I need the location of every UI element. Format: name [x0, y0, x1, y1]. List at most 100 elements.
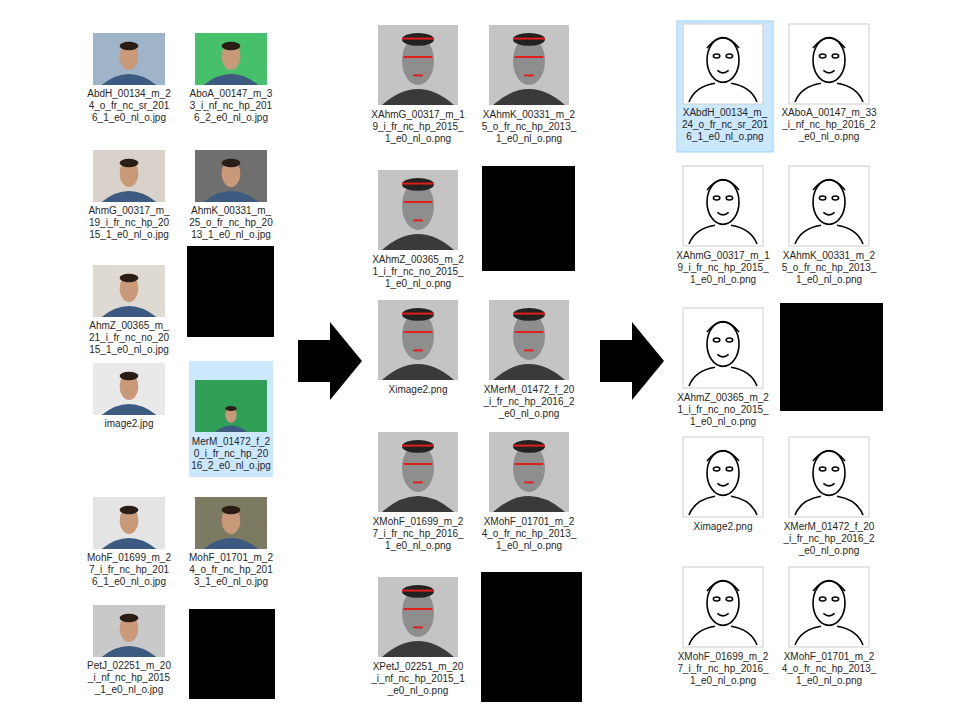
sketch-face	[813, 581, 845, 626]
file-name: AhmZ_00365_m_21_i_fr_nc_no_2015_1_e0_nl_…	[87, 320, 171, 356]
sketch-shoulders	[689, 496, 757, 515]
sketch-background	[683, 308, 763, 388]
photo-shirt	[215, 425, 248, 432]
photo-thumbnail	[195, 497, 267, 549]
sketch-face	[707, 180, 739, 225]
photo-shirt	[102, 404, 157, 415]
sketch-eye	[819, 54, 825, 58]
sketch-hair	[707, 180, 739, 190]
sketch-eye	[713, 338, 719, 342]
gray-background	[378, 577, 458, 657]
file-name: AboA_00147_m_33_i_nf_nc_hp_2016_2_e0_nl_…	[189, 88, 273, 124]
landmark-line	[402, 313, 434, 315]
flow-arrow	[600, 322, 664, 400]
photo-hair	[222, 159, 241, 167]
gray-shirt	[382, 496, 454, 512]
photo-background	[93, 497, 165, 549]
sketch-background	[683, 166, 763, 246]
gray-shirt	[493, 496, 565, 512]
gray-hair	[402, 178, 434, 191]
sketch-background	[789, 567, 869, 647]
sketch-shoulders	[689, 225, 757, 244]
sketch-shoulders	[795, 83, 863, 102]
file-name: AhmK_00331_m_25_o_fr_nc_hp_2013_1_e0_nl_…	[189, 205, 273, 241]
photo-thumbnail	[93, 363, 165, 415]
sketch-mouth	[823, 212, 834, 214]
sketch-thumbnail	[683, 166, 763, 246]
photo-hair	[120, 506, 139, 514]
photo-shirt	[102, 191, 157, 202]
photo-hair	[120, 372, 139, 380]
sketch-hair	[813, 581, 845, 591]
sketch-shoulders	[689, 367, 757, 386]
photo-background	[93, 363, 165, 415]
gray-shirt	[382, 364, 454, 380]
photo-shirt	[204, 74, 259, 85]
file-name: XMerM_01472_f_20_i_fr_nc_hp_2016_2_e0_nl…	[481, 384, 577, 420]
gray-shirt	[382, 89, 454, 105]
landmark-line	[515, 56, 544, 58]
sketch-face	[707, 322, 739, 367]
photo-thumbnail	[195, 33, 267, 85]
sketch-background	[683, 437, 763, 517]
file-name: XMohF_01699_m_27_i_fr_nc_hp_2016_1_e0_nl…	[675, 651, 771, 687]
landmark-line	[524, 481, 534, 483]
sketch-face	[707, 581, 739, 626]
sketch-eye	[726, 467, 732, 471]
photo-hair	[225, 406, 236, 411]
photo-shirt	[204, 538, 259, 549]
sketch-mouth	[823, 613, 834, 615]
sketch-hair	[813, 180, 845, 190]
file-name: XAhmK_00331_m_25_o_fr_nc_hp_2013_1_e0_nl…	[481, 109, 577, 145]
file-name: XAboA_00147_m_33_i_nf_nc_hp_2016_2_e0_nl…	[781, 107, 877, 143]
gray-background	[378, 432, 458, 512]
photo-hair	[120, 614, 139, 622]
photo-shirt	[102, 538, 157, 549]
photo-background	[93, 33, 165, 85]
photo-background	[93, 605, 165, 657]
landmark-line	[404, 463, 433, 465]
selection-highlight	[677, 21, 773, 152]
sketch-eye	[713, 54, 719, 58]
file-name: Ximage2.png	[675, 521, 771, 533]
sketch-eye	[713, 467, 719, 471]
gray-background	[378, 300, 458, 380]
landmark-line	[404, 331, 433, 333]
landmark-line	[524, 349, 534, 351]
landmark-line	[404, 201, 433, 203]
landmark-line	[513, 313, 545, 315]
sketch-hair	[707, 581, 739, 591]
gray-hair	[513, 33, 545, 46]
gray-thumbnail	[378, 300, 458, 380]
sketch-eye	[819, 196, 825, 200]
sketch-shoulders	[795, 626, 863, 645]
landmark-line	[402, 590, 434, 592]
file-name: XAhmG_00317_m_19_i_fr_nc_hp_2015_1_e0_nl…	[370, 109, 466, 145]
sketch-eye	[726, 338, 732, 342]
photo-face	[225, 407, 236, 423]
sketch-mouth	[717, 212, 728, 214]
sketch-mouth	[717, 613, 728, 615]
gray-background	[489, 25, 569, 105]
sketch-shoulders	[689, 626, 757, 645]
file-name: AbdH_00134_m_24_o_fr_nc_sr_2016_1_e0_nl_…	[87, 88, 171, 124]
gray-thumbnail	[378, 25, 458, 105]
sketch-background	[683, 24, 763, 104]
gray-background	[489, 432, 569, 512]
gray-background	[489, 300, 569, 380]
file-name: PetJ_02251_m_20_i_nf_nc_hp_2015_1_e0_nl_…	[87, 660, 171, 696]
file-name: XAhmK_00331_m_25_o_fr_nc_hp_2013_1_e0_nl…	[781, 250, 877, 286]
redaction-box	[187, 246, 274, 337]
sketch-mouth	[717, 70, 728, 72]
sketch-thumbnail	[683, 567, 763, 647]
sketch-hair	[813, 38, 845, 48]
landmark-line	[413, 74, 423, 76]
file-name: XAhmZ_00365_m_21_i_fr_nc_no_2015_1_e0_nl…	[675, 392, 771, 428]
sketch-face	[813, 451, 845, 496]
sketch-mouth	[823, 483, 834, 485]
file-name: Ximage2.png	[370, 384, 466, 396]
sketch-mouth	[717, 354, 728, 356]
gray-hair	[402, 585, 434, 598]
sketch-eye	[726, 196, 732, 200]
sketch-shoulders	[795, 225, 863, 244]
